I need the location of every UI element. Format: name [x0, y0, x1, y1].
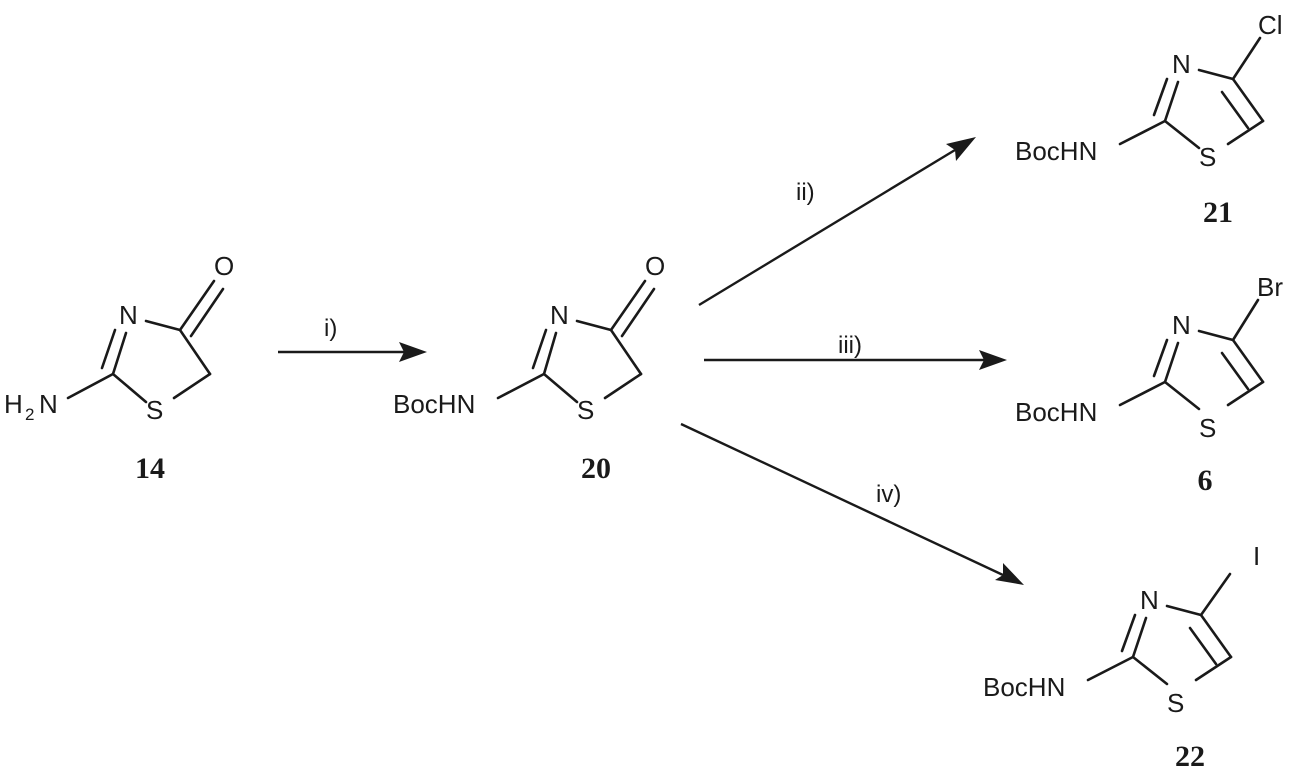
bond	[1197, 329, 1235, 342]
compound-label: 20	[581, 452, 611, 485]
bond	[66, 372, 115, 400]
bond	[1152, 77, 1169, 117]
ring-sulfur: S	[1199, 142, 1216, 172]
iodine-substituent: I	[1253, 541, 1260, 571]
bond	[603, 372, 643, 400]
compound-label: 21	[1203, 196, 1233, 229]
condition-label: ii)	[796, 179, 815, 206]
bond	[1231, 36, 1262, 81]
condition-label: i)	[324, 315, 337, 342]
arrow-shaft	[680, 422, 1004, 577]
compound-label: 22	[1175, 740, 1205, 773]
bond	[575, 319, 613, 332]
arrow-step-iv: iv)	[680, 422, 1024, 585]
bond	[100, 328, 117, 370]
bond	[178, 328, 212, 376]
compound-21: BocHN N S Cl 21	[1015, 10, 1283, 229]
carbonyl-oxygen: O	[214, 251, 234, 281]
bond	[1163, 341, 1180, 384]
bond	[531, 328, 548, 370]
ring-nitrogen: N	[1172, 310, 1191, 340]
bond	[620, 287, 656, 338]
arrow-step-i: i)	[278, 315, 427, 362]
ring-sulfur: S	[577, 395, 594, 425]
ring-sulfur: S	[1199, 413, 1216, 443]
amine-nitrogen: N	[39, 389, 58, 419]
compound-22: BocHN N S I 22	[983, 541, 1260, 773]
bond	[496, 372, 546, 400]
bond	[1118, 119, 1167, 146]
bond	[1231, 298, 1260, 342]
ring-nitrogen: N	[1172, 49, 1191, 79]
boc-amine: BocHN	[1015, 136, 1097, 166]
compound-6: BocHN N S Br 6	[1015, 272, 1283, 497]
ring-sulfur: S	[1167, 688, 1184, 718]
bond	[1226, 380, 1265, 407]
boc-amine: BocHN	[983, 672, 1065, 702]
bond	[1163, 380, 1201, 411]
bond	[1152, 338, 1169, 378]
bond	[144, 319, 182, 332]
bond	[1194, 655, 1233, 682]
boc-amine: BocHN	[393, 389, 475, 419]
condition-label: iii)	[838, 332, 862, 359]
bond	[609, 328, 643, 376]
ring-sulfur: S	[146, 395, 163, 425]
arrow-head	[979, 350, 1007, 370]
carbonyl-oxygen: O	[645, 251, 665, 281]
bond	[1165, 604, 1203, 617]
bond	[542, 331, 558, 376]
bromine-substituent: Br	[1257, 272, 1283, 302]
ring-nitrogen: N	[550, 300, 569, 330]
bond	[172, 372, 212, 400]
bond	[1220, 351, 1250, 391]
compound-label: 14	[135, 452, 165, 485]
bond	[178, 279, 216, 332]
bond	[1199, 613, 1233, 659]
condition-label: iv)	[876, 481, 901, 508]
bond	[1120, 613, 1137, 653]
chlorine-substituent: Cl	[1258, 10, 1283, 40]
ring-nitrogen: N	[119, 300, 138, 330]
bond	[1197, 68, 1235, 81]
bond	[1163, 80, 1180, 123]
bond	[1163, 119, 1201, 150]
arrow-step-ii: ii)	[698, 137, 976, 307]
arrow-head	[399, 342, 427, 362]
amine-hydrogen: H	[4, 389, 23, 419]
arrow-head	[946, 137, 976, 161]
arrow-step-iii: iii)	[704, 332, 1007, 370]
bond	[111, 372, 148, 404]
arrow-shaft	[698, 148, 956, 307]
bond	[1231, 77, 1265, 123]
bond	[1131, 616, 1148, 659]
compound-20: BocHN N S O 20	[393, 251, 665, 485]
bond	[609, 279, 647, 332]
bond	[111, 331, 128, 376]
arrow-head	[995, 563, 1024, 585]
amine-subscript: 2	[25, 405, 34, 424]
compound-label: 6	[1198, 464, 1213, 497]
boc-amine: BocHN	[1015, 397, 1097, 427]
bond	[1086, 655, 1135, 682]
bond	[1199, 572, 1232, 617]
bond	[1231, 338, 1265, 384]
ring-nitrogen: N	[1140, 585, 1159, 615]
bond	[189, 287, 225, 338]
bond	[1220, 90, 1250, 130]
bond	[1118, 380, 1167, 407]
bond	[1131, 655, 1169, 686]
bond	[542, 372, 579, 404]
bond	[1188, 626, 1218, 666]
bond	[1226, 119, 1265, 146]
compound-14: H 2 N N S O 14	[4, 251, 234, 485]
